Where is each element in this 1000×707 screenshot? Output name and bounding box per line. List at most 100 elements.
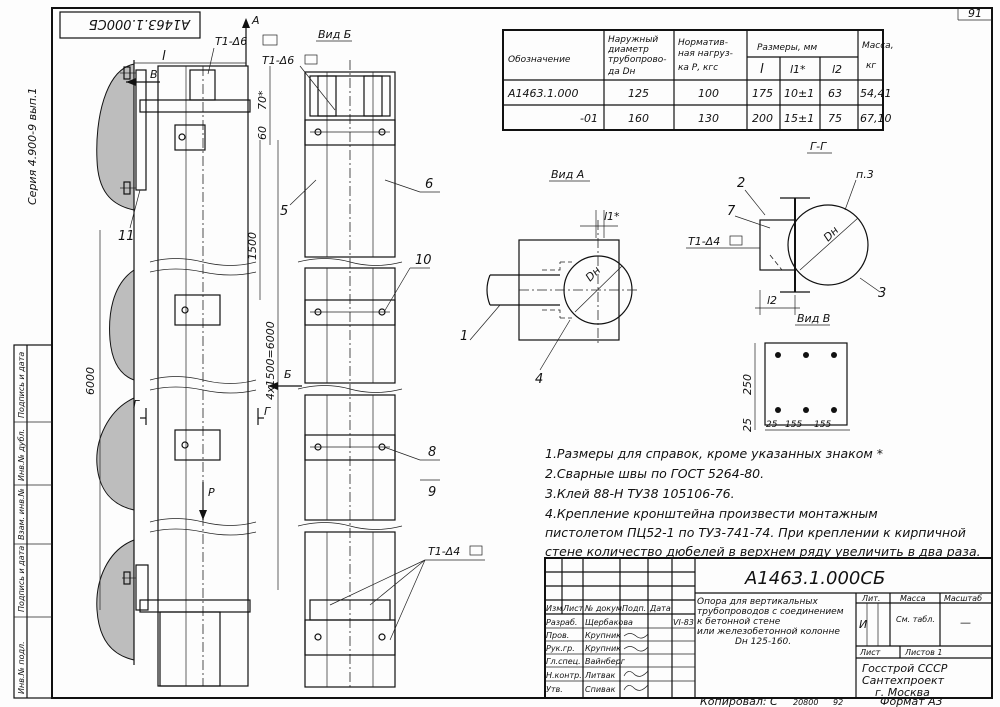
- dim-155-a: 155: [785, 420, 802, 430]
- title-block: А1463.1.000СБ Изм Лист № докум. Подп. Да…: [544, 557, 993, 699]
- series-label: Серия 4.900-9 вып.1: [26, 87, 39, 205]
- row1-load: 130: [698, 112, 719, 125]
- mass-label: Масса: [900, 594, 926, 603]
- sheet-label: Лист: [859, 648, 881, 657]
- cut-g-right: Г: [264, 405, 271, 418]
- strip-label-3: Инв.№ дубл.: [17, 429, 26, 481]
- designation-main: А1463.1.000СБ: [744, 568, 885, 589]
- weld-label-6: Т1-Δ6: [215, 35, 247, 48]
- row1-l: 200: [752, 112, 773, 125]
- scale-value: —: [960, 616, 971, 629]
- dim-l: l: [162, 49, 166, 64]
- p3-label: п.3: [856, 168, 874, 181]
- th-dn-2: трубопрово-: [608, 55, 667, 65]
- pos-9: 9: [428, 485, 436, 500]
- note-5: пистолетом ПЦ52-1 по ТУ3-741-74. При кре…: [545, 525, 966, 540]
- format-label: Формат А3: [880, 695, 943, 707]
- org-2: г. Москва: [875, 686, 930, 699]
- sig-role-3: Гл.спец.: [546, 657, 581, 666]
- strip-label-4: Подпись и дата: [17, 352, 26, 418]
- pos-4: 4: [535, 372, 543, 387]
- note-6: стене количество дюбелей в верхнем ряду …: [545, 544, 981, 559]
- weld-label-4: Т1-Δ4: [688, 235, 720, 248]
- sig-name-4: Литвак: [584, 671, 615, 680]
- note-1: 1.Размеры для справок, кроме указанных з…: [545, 446, 883, 461]
- copy-number: 20800: [793, 698, 818, 707]
- rotated-code: A1463.1.000СБ: [89, 16, 191, 31]
- dn-a: Dн: [583, 264, 603, 284]
- th-load-1: ная нагруз-: [678, 49, 733, 59]
- view-a-arrow: А: [251, 14, 260, 27]
- sig-name-2: Крупник: [585, 644, 621, 653]
- title-line-1: трубопроводов с соединением: [697, 607, 844, 617]
- cut-g-left: Г: [133, 398, 140, 411]
- sig-name-1: Крупник: [585, 631, 621, 640]
- sig-name-0: Щербакова: [585, 618, 633, 627]
- note-2: 2.Сварные швы по ГОСТ 5264-80.: [545, 466, 764, 481]
- title-line-2: к бетонной стене: [697, 617, 781, 627]
- dim-4x1500: 4х1500=6000: [264, 321, 277, 400]
- side-view: А В l Т1-Δ6 70* 60 1500 4х1500=6000 6000…: [84, 14, 302, 687]
- mass-value: См. табл.: [896, 615, 935, 624]
- row0-load: 100: [698, 87, 719, 100]
- row0-l1: 10±1: [784, 87, 814, 100]
- org-1: Сантехпроект: [862, 674, 945, 687]
- dim-25-bottom: 25: [766, 420, 778, 430]
- weld-label-6b: Т1-Δ6: [262, 54, 294, 67]
- pos-5: 5: [280, 204, 288, 219]
- section-g: Г-Г Dн l2 Т1-Δ4 2 7 3 п.3: [686, 140, 886, 315]
- th-l2: l2: [832, 63, 842, 76]
- col-h-1: Лист: [562, 604, 584, 613]
- spec-table: Обозначение Наружный диаметр трубопрово-…: [502, 29, 894, 131]
- row1-designation: -01: [580, 112, 598, 125]
- view-v-title: Вид В: [797, 312, 830, 325]
- row0-diameter: 125: [628, 87, 649, 100]
- load-p: Р: [208, 486, 215, 499]
- sig-role-4: Н.контр.: [546, 671, 582, 680]
- col-h-3: Подп.: [622, 604, 646, 613]
- row1-diameter: 160: [628, 112, 649, 125]
- notes: 1.Размеры для справок, кроме указанных з…: [545, 446, 981, 559]
- sig-name-5: Спивак: [585, 685, 616, 694]
- th-dn-1: диаметр: [607, 45, 649, 55]
- lit-label: Лит.: [861, 594, 880, 603]
- view-a-title: Вид А: [551, 168, 584, 181]
- row0-l2: 63: [828, 87, 842, 100]
- dim-250: 250: [741, 374, 754, 395]
- sig-role-0: Разраб.: [546, 618, 577, 627]
- pos-10: 10: [415, 253, 432, 268]
- dim-l1-a: l1*: [604, 210, 620, 223]
- lit-value: И: [859, 618, 867, 631]
- pos-11: 11: [118, 229, 135, 244]
- col-h-4: Дата: [649, 604, 671, 613]
- row0-l: 175: [752, 87, 773, 100]
- pos-6: 6: [425, 177, 433, 192]
- pos-3: 3: [878, 286, 886, 301]
- note-4: 4.Крепление кронштейна произвести монтаж…: [545, 506, 878, 521]
- th-dn-0: Наружный: [608, 35, 658, 45]
- strip-label-1: Подпись и дата: [17, 546, 26, 612]
- scale-label: Масштаб: [944, 594, 982, 603]
- dim-60: 60: [256, 126, 269, 140]
- front-view-b: Вид Б Т1-Δ6 5 6 10: [262, 28, 485, 690]
- view-v: Вид В 250 25 25 155 155: [741, 312, 850, 432]
- title-line-4: Dн 125-160.: [735, 637, 791, 647]
- row1-l1: 15±1: [784, 112, 814, 125]
- th-l: l: [760, 62, 764, 77]
- row1-mass: 67,10: [860, 112, 892, 125]
- view-b-title: Вид Б: [318, 28, 351, 41]
- copied-label: Копировал: С: [700, 695, 778, 707]
- page-number: 91: [968, 7, 982, 20]
- dim-l2-g: l2: [767, 294, 777, 307]
- row0-designation: А1463.1.000: [507, 87, 579, 100]
- dim-6000: 6000: [84, 367, 97, 395]
- th-designation: Обозначение: [508, 55, 571, 65]
- side-strip: Инв.№ подл. Подпись и дата Взам. инв.№ И…: [13, 344, 53, 699]
- title-line-0: Опора для вертикальных: [697, 597, 818, 607]
- th-mass-1: кг: [866, 61, 876, 71]
- view-a: Вид А Dн l1* 1 4: [460, 168, 640, 387]
- strip-label-0: Инв.№ подл.: [17, 641, 26, 694]
- pos-7: 7: [727, 204, 736, 219]
- row0-mass: 54,41: [860, 87, 892, 100]
